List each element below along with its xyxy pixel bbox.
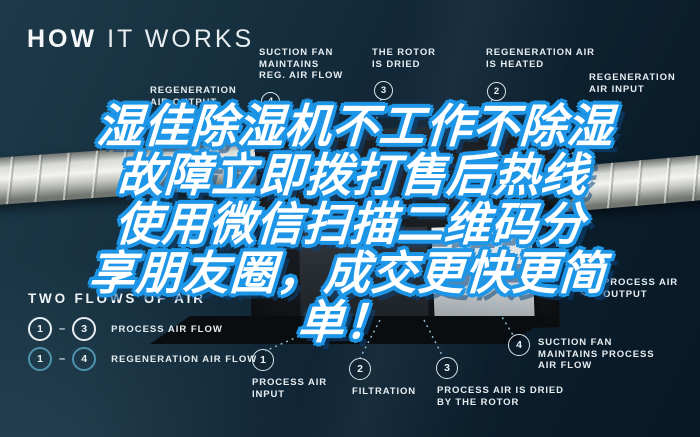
promo-line: 湿佳除湿机不工作不除湿: [95, 100, 616, 152]
legend-badge-from: 1: [28, 347, 52, 371]
airflow-arrow-icon: [548, 180, 564, 194]
page-title-light: IT WORKS: [107, 25, 255, 53]
callout-suction-fan-process: SUCTION FAN MAINTAINS PROCESS AIR FLOW: [538, 337, 655, 371]
callout-suction-fan-reg: SUCTION FAN MAINTAINS REG. AIR FLOW: [259, 47, 344, 81]
page-title: HOW IT WORKS: [27, 25, 254, 54]
promo-text-overlay: 湿佳除湿机不工作不除湿 故障立即拨打售后热线 使用微信扫描二维码分 享朋友圈，成…: [0, 100, 700, 348]
dehumidifier-base: [150, 316, 550, 344]
page-title-bold: HOW: [27, 25, 98, 53]
legend-label: PROCESS AIR FLOW: [111, 323, 223, 335]
step-badge-1: 1: [590, 105, 609, 124]
step-badge-1-bottom: 1: [252, 349, 274, 371]
legend-badge-from: 1: [28, 317, 52, 341]
step-badge-3: 3: [374, 81, 393, 100]
legend-row-process: 1 – 3 PROCESS AIR FLOW: [28, 317, 223, 341]
callout-process-air-output: PROCESS AIR OUTPUT: [603, 277, 679, 300]
callout-process-air-input: PROCESS AIR INPUT: [252, 377, 328, 400]
callout-process-air-dried: PROCESS AIR IS DRIED BY THE ROTOR: [437, 385, 564, 408]
callout-rotor-dried: THE ROTOR IS DRIED: [372, 47, 436, 70]
step-badge-3-bottom: 3: [436, 357, 458, 379]
callout-regeneration-air-output: REGENERATION AIR OUTPUT: [150, 85, 237, 108]
indicator-lamp: [309, 314, 324, 325]
promo-line: 单！: [296, 296, 394, 348]
promo-line: 享朋友圈，成交更快更简: [87, 247, 608, 299]
legend-badge-to: 4: [72, 347, 97, 371]
promo-line: 故障立即拨打售后热线: [116, 149, 589, 201]
step-badge-4-bottom: 4: [508, 334, 530, 356]
callout-reg-air-input: REGENERATION AIR INPUT: [589, 72, 676, 95]
step-badge-2-bottom: 2: [349, 358, 371, 380]
legend-label: REGENERATION AIR FLOW: [111, 353, 258, 365]
callout-filtration: FILTRATION: [352, 386, 417, 397]
step-badge-2: 2: [487, 82, 506, 101]
step-badge-5: 5: [579, 277, 598, 296]
legend-row-regeneration: 1 – 4 REGENERATION AIR FLOW: [28, 347, 257, 371]
legend-title: TWO FLOWS OF AIR: [28, 291, 206, 306]
legend-dash: –: [59, 353, 66, 365]
legend-badge-to: 3: [72, 317, 97, 341]
indicator-lamp: [331, 314, 346, 325]
callout-reg-air-heated: REGENERATION AIR IS HEATED: [486, 47, 595, 70]
legend-dash: –: [59, 323, 66, 335]
promo-line: 使用微信扫描二维码分: [113, 198, 587, 250]
step-badge-4: 4: [261, 92, 280, 111]
